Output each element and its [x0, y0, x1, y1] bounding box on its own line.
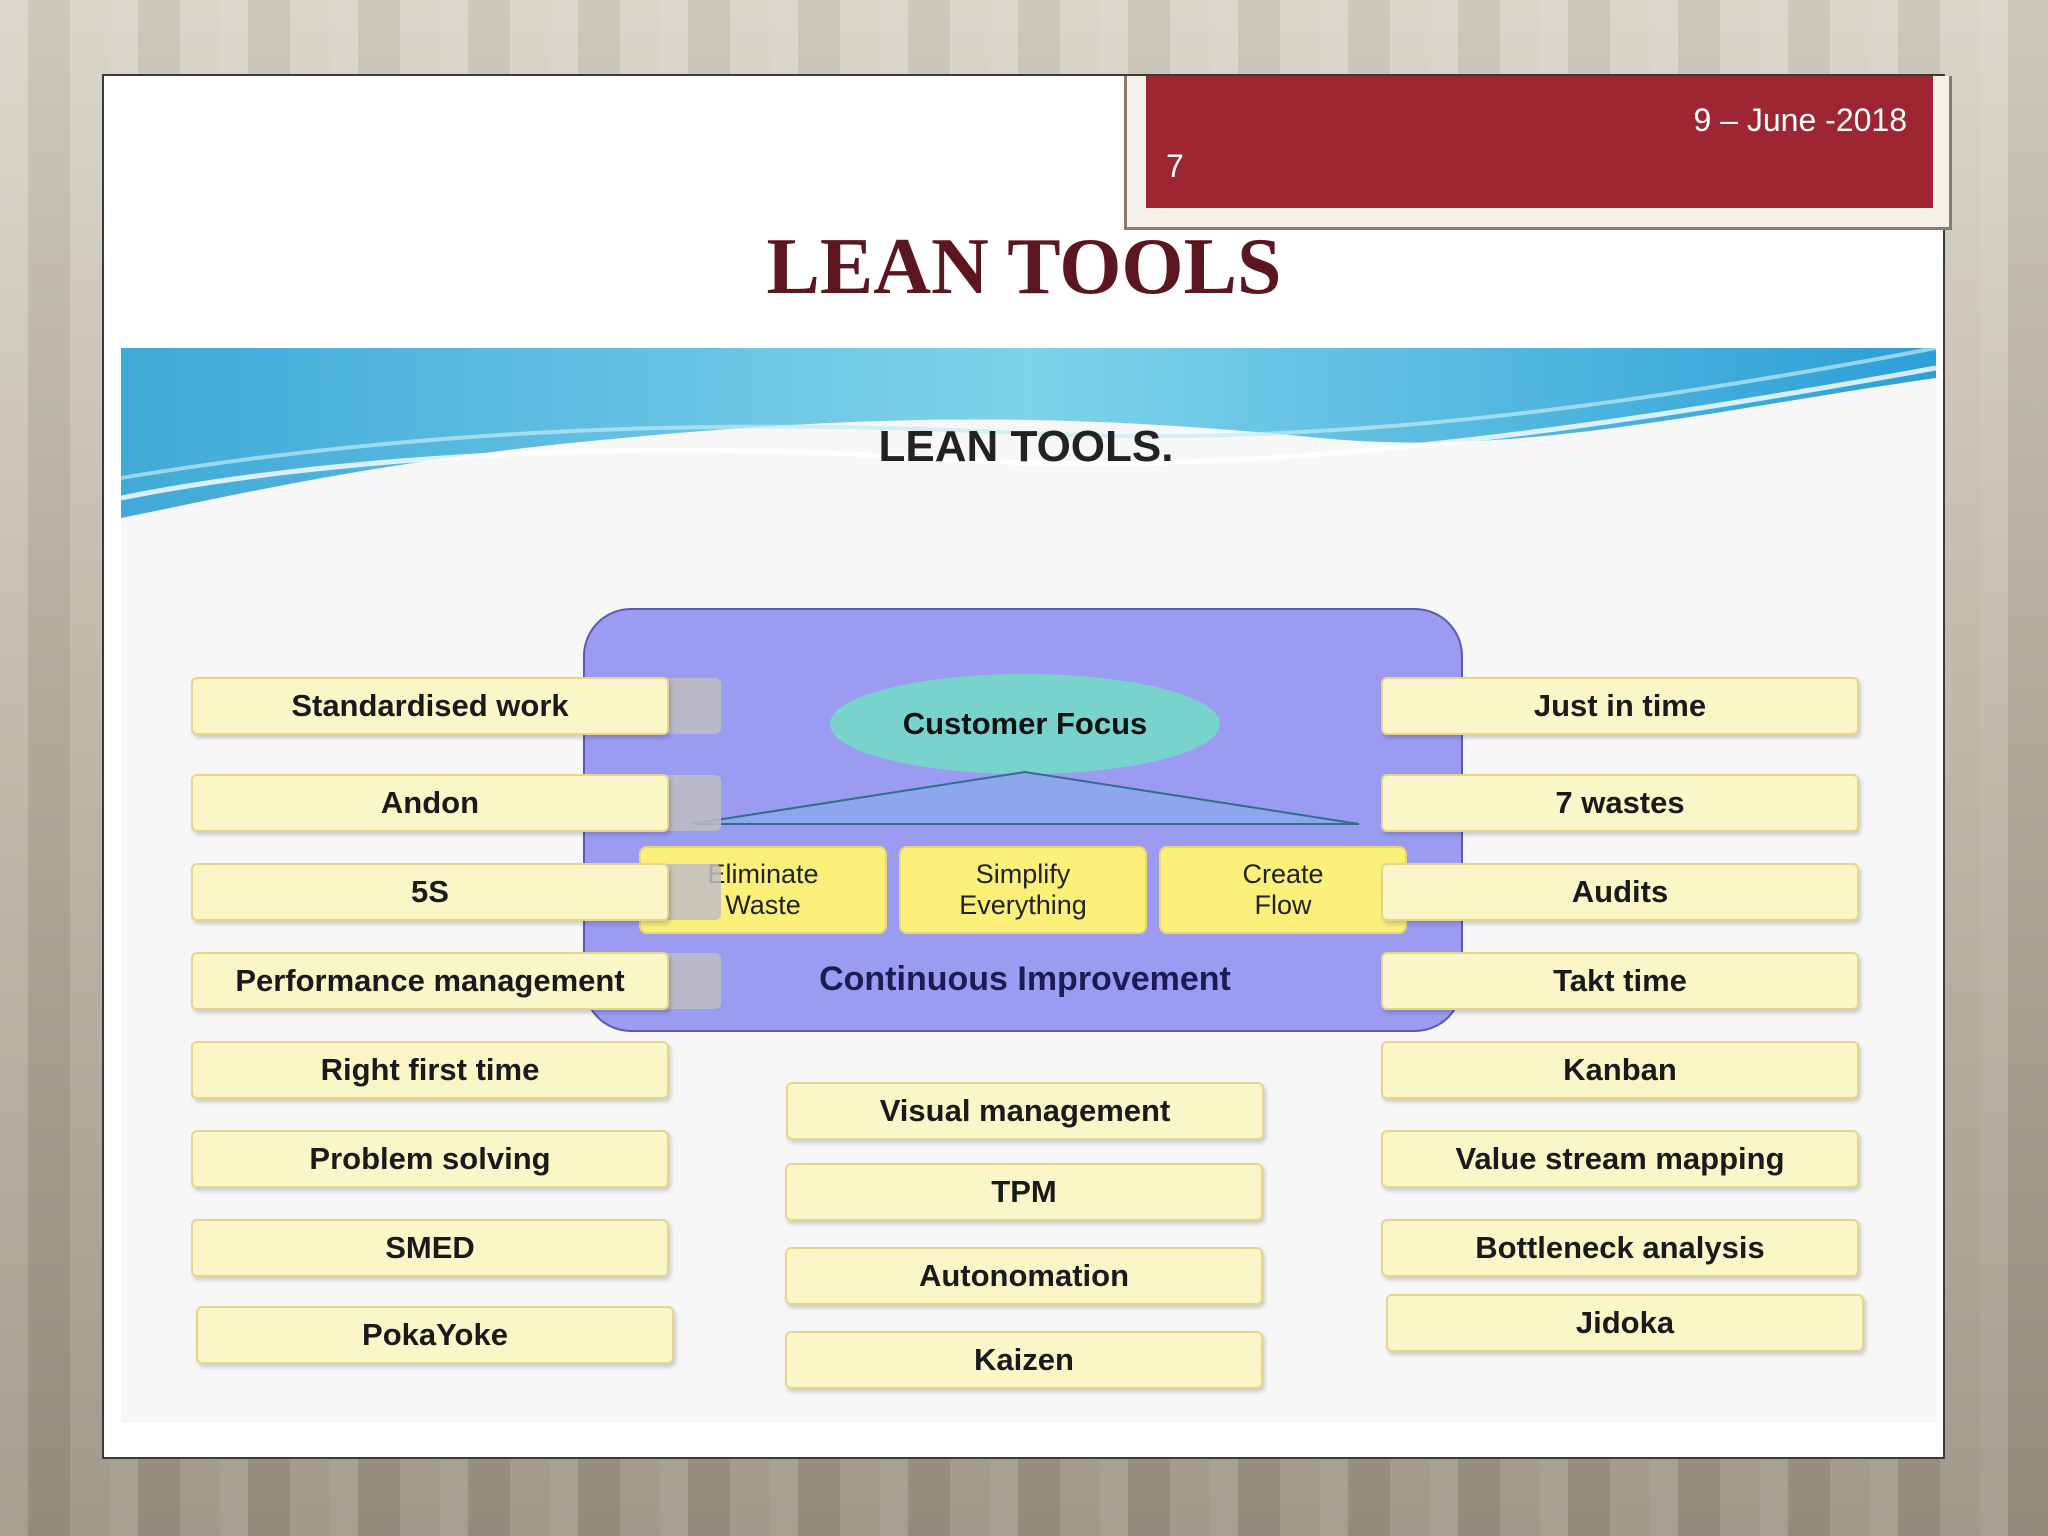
slide-title: LEAN TOOLS	[766, 223, 1282, 311]
tool-bottleneck-analysis: Bottleneck analysis	[1381, 1219, 1859, 1277]
tool-problem-solving: Problem solving	[191, 1130, 669, 1188]
header-banner: 9 – June -2018 7	[1146, 76, 1933, 208]
tool-standardised-work: Standardised work	[191, 677, 669, 735]
customer-focus-ellipse: Customer Focus	[830, 674, 1220, 774]
tool-just-in-time: Just in time	[1381, 677, 1859, 735]
principle-eliminate-waste: Eliminate Waste	[639, 846, 887, 934]
tool-right-first-time: Right first time	[191, 1041, 669, 1099]
tool-audits: Audits	[1381, 863, 1859, 921]
slide-number: 7	[1166, 148, 1184, 184]
diagram-title: LEAN TOOLS.	[878, 422, 1174, 471]
tool-value-stream-mapping: Value stream mapping	[1381, 1130, 1859, 1188]
tool-visual-management: Visual management	[786, 1082, 1264, 1140]
slide-date: 9 – June -2018	[1693, 102, 1908, 138]
tool-7-wastes: 7 wastes	[1381, 774, 1859, 832]
principle-simplify-everything: Simplify Everything	[899, 846, 1147, 934]
tool-autonomation: Autonomation	[785, 1247, 1263, 1305]
tool-kaizen: Kaizen	[785, 1331, 1263, 1389]
tool-smed: SMED	[191, 1219, 669, 1277]
continuous-improvement-label: Continuous Improvement	[819, 960, 1231, 998]
tool-jidoka: Jidoka	[1386, 1294, 1864, 1352]
tool-takt-time: Takt time	[1381, 952, 1859, 1010]
tool-tpm: TPM	[785, 1163, 1263, 1221]
tool-5s: 5S	[191, 863, 669, 921]
tool-pokayoke: PokaYoke	[196, 1306, 674, 1364]
tool-performance-management: Performance management	[191, 952, 669, 1010]
principle-create-flow: Create Flow	[1159, 846, 1407, 934]
tool-andon: Andon	[191, 774, 669, 832]
header-box: 9 – June -2018 7	[1124, 76, 1952, 230]
lean-tools-diagram: LEAN TOOLS. Customer Focus Eliminate Was…	[121, 348, 1936, 1423]
triangle-connector	[690, 770, 1360, 825]
wave-banner	[121, 348, 1936, 518]
tool-kanban: Kanban	[1381, 1041, 1859, 1099]
